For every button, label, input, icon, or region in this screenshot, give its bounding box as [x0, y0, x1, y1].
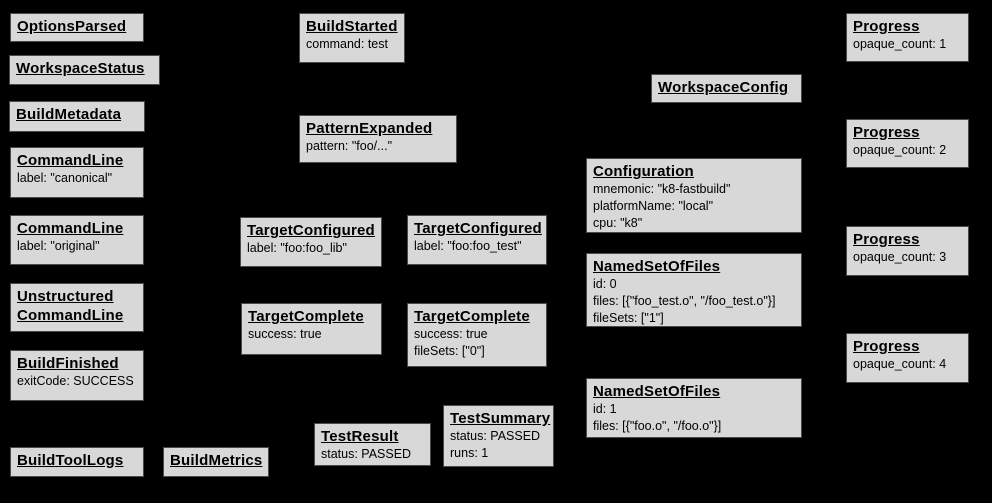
node-title: BuildMetadata: [16, 106, 122, 123]
node-progress-3: Progress opaque_count: 3: [846, 226, 969, 276]
node-title: Configuration: [593, 163, 694, 180]
node-title: OptionsParsed: [17, 18, 127, 35]
node-title: TargetComplete: [248, 308, 364, 325]
node-title: WorkspaceStatus: [16, 60, 145, 77]
node-title: TargetConfigured: [247, 222, 375, 239]
node-configuration: Configuration mnemonic: "k8-fastbuild" p…: [586, 158, 802, 233]
node-title: Progress: [853, 231, 920, 248]
node-unstructured-command-line: Unstructured CommandLine: [10, 283, 144, 332]
node-body: opaque_count: 2: [853, 143, 947, 157]
node-target-complete-foo-test: TargetComplete success: true fileSets: […: [407, 303, 547, 367]
node-body: label: "foo:foo_lib": [247, 241, 347, 255]
node-build-tool-logs: BuildToolLogs: [10, 447, 144, 477]
node-title: NamedSetOfFiles: [593, 258, 721, 275]
node-title: Progress: [853, 18, 920, 35]
node-title: CommandLine: [17, 152, 124, 169]
node-body: status: PASSED: [321, 447, 412, 461]
node-title: TestSummary: [450, 410, 551, 427]
node-named-set-of-files-1: NamedSetOfFiles id: 1 files: [{"foo.o", …: [586, 378, 802, 438]
node-title: TestResult: [321, 428, 399, 445]
node-body: id: 1 files: [{"foo.o", "/foo.o"}]: [593, 402, 722, 433]
node-build-finished: BuildFinished exitCode: SUCCESS: [10, 350, 144, 401]
node-progress-2: Progress opaque_count: 2: [846, 119, 969, 168]
node-title: TargetComplete: [414, 308, 530, 325]
node-build-metrics: BuildMetrics: [163, 447, 269, 477]
node-test-result: TestResult status: PASSED: [314, 423, 431, 466]
node-title: Progress: [853, 338, 920, 355]
node-body: label: "canonical": [17, 171, 113, 185]
node-title: BuildFinished: [17, 355, 119, 372]
node-title: CommandLine: [17, 220, 124, 237]
node-body: exitCode: SUCCESS: [17, 374, 134, 388]
node-body: opaque_count: 3: [853, 250, 947, 264]
node-body: pattern: "foo/...": [306, 139, 393, 153]
node-body: status: PASSED runs: 1: [450, 429, 541, 460]
node-title: PatternExpanded: [306, 120, 433, 137]
node-workspace-config: WorkspaceConfig: [651, 74, 802, 103]
node-pattern-expanded: PatternExpanded pattern: "foo/...": [299, 115, 457, 163]
node-command-line-original: CommandLine label: "original": [10, 215, 144, 265]
node-title: TargetConfigured: [414, 220, 542, 237]
node-command-line-canonical: CommandLine label: "canonical": [10, 147, 144, 198]
node-body: id: 0 files: [{"foo_test.o", "/foo_test.…: [593, 277, 776, 325]
node-body: opaque_count: 4: [853, 357, 947, 371]
node-options-parsed: OptionsParsed: [10, 13, 144, 42]
node-title: BuildMetrics: [170, 452, 263, 469]
node-title: Progress: [853, 124, 920, 141]
node-progress-1: Progress opaque_count: 1: [846, 13, 969, 62]
node-body: mnemonic: "k8-fastbuild" platformName: "…: [593, 182, 731, 230]
node-body: label: "foo:foo_test": [414, 239, 522, 253]
node-body: opaque_count: 1: [853, 37, 947, 51]
node-title: NamedSetOfFiles: [593, 383, 721, 400]
node-build-metadata: BuildMetadata: [9, 101, 145, 132]
node-target-configured-foo-test: TargetConfigured label: "foo:foo_test": [407, 215, 547, 265]
node-title: WorkspaceConfig: [658, 79, 789, 96]
node-named-set-of-files-0: NamedSetOfFiles id: 0 files: [{"foo_test…: [586, 253, 802, 327]
node-body: command: test: [306, 37, 388, 51]
node-title: BuildToolLogs: [17, 452, 124, 469]
node-body: success: true fileSets: ["0"]: [414, 327, 488, 358]
node-target-configured-foo-lib: TargetConfigured label: "foo:foo_lib": [240, 217, 382, 267]
node-target-complete-foo-lib: TargetComplete success: true: [241, 303, 382, 355]
node-body: label: "original": [17, 239, 100, 253]
node-workspace-status: WorkspaceStatus: [9, 55, 160, 85]
node-title: BuildStarted: [306, 18, 398, 35]
node-body: success: true: [248, 327, 322, 341]
node-title: Unstructured CommandLine: [17, 288, 124, 324]
node-test-summary: TestSummary status: PASSED runs: 1: [443, 405, 554, 467]
node-build-started: BuildStarted command: test: [299, 13, 405, 63]
node-progress-4: Progress opaque_count: 4: [846, 333, 969, 383]
